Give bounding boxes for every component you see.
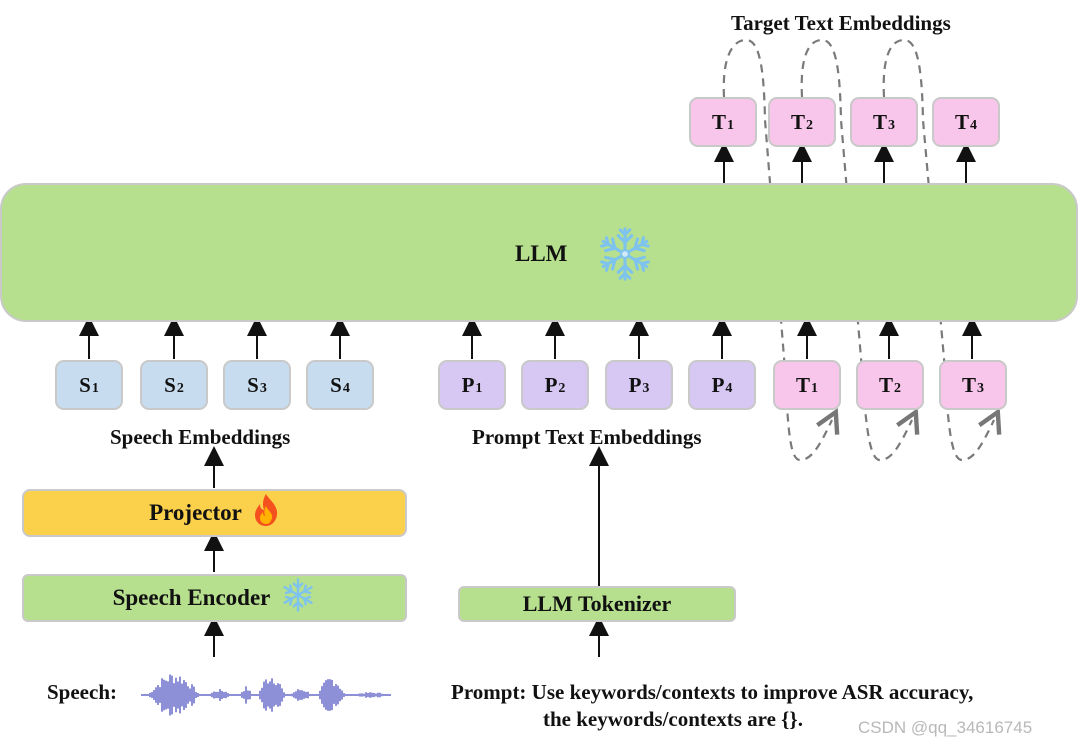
projector-block: Projector	[22, 489, 407, 537]
llm-block: LLM	[0, 183, 1078, 322]
snowflake-icon	[596, 225, 654, 289]
watermark: CSDN @qq_34616745	[858, 718, 1033, 737]
speech-encoder-block: Speech Encoder	[22, 574, 407, 622]
speech-encoder-label: Speech Encoder	[112, 585, 271, 610]
prompt-input-line2: the keywords/contexts are {}.	[543, 707, 803, 731]
fire-icon	[252, 493, 280, 533]
snowflake-icon	[280, 577, 316, 619]
speech-input-label: Speech:	[47, 680, 117, 704]
prompt-text-embeddings-label: Prompt Text Embeddings	[472, 425, 702, 449]
llm-tokenizer-label: LLM Tokenizer	[522, 591, 672, 616]
prompt-input-line1: Prompt: Use keywords/contexts to improve…	[451, 680, 974, 704]
llm-tokenizer-block: LLM Tokenizer	[458, 586, 736, 622]
projector-label: Projector	[149, 500, 242, 525]
speech-embeddings-label: Speech Embeddings	[110, 425, 291, 449]
waveform-icon	[141, 674, 391, 716]
target-text-embeddings-title: Target Text Embeddings	[731, 11, 951, 35]
llm-label: LLM	[515, 241, 568, 266]
